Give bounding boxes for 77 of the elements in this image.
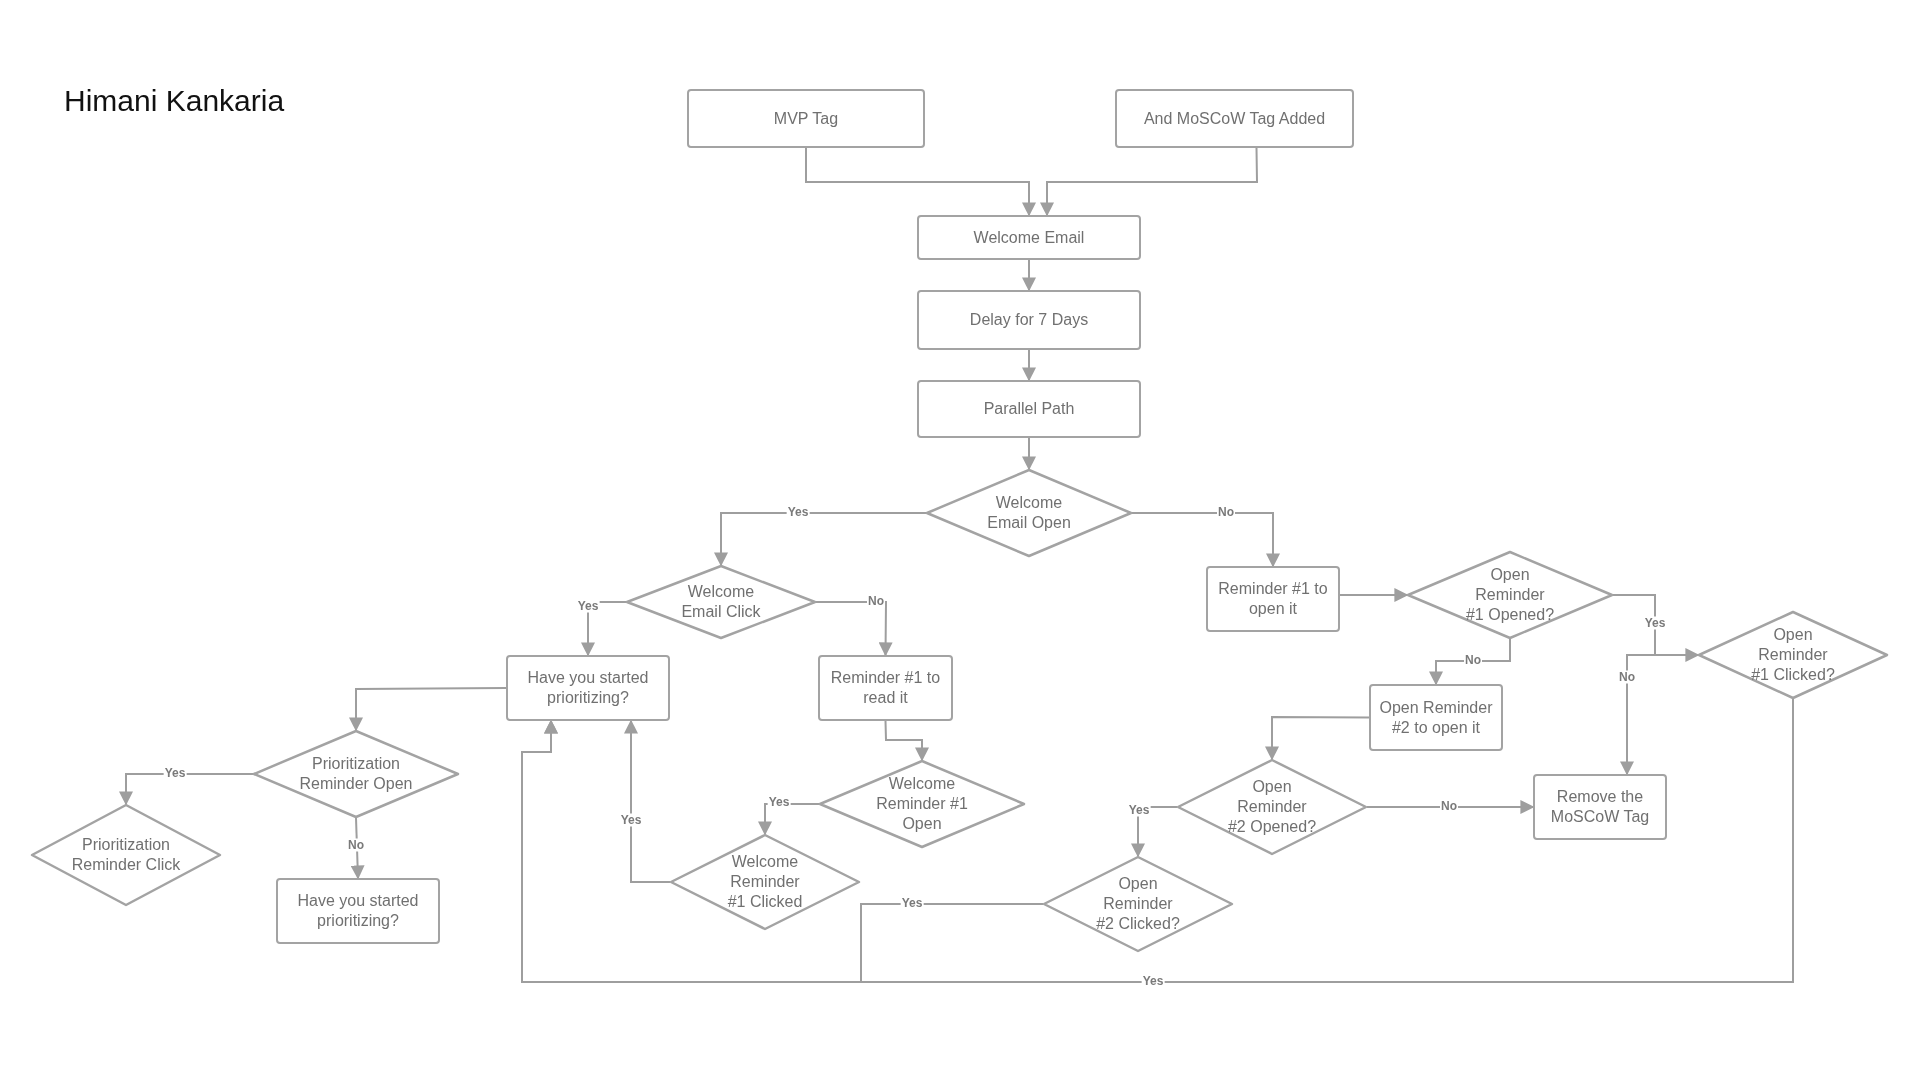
node-text: Welcome Email Click [680,582,762,622]
decision-diamond [626,565,816,639]
decision-diamond [1698,611,1888,699]
node-text: Welcome Reminder #1 Clicked [726,852,804,912]
edge-label: Yes [900,896,924,910]
edge-label: No [1618,670,1636,684]
process-box [506,655,670,721]
process-box [1115,89,1354,148]
process-box [1533,774,1667,840]
edge-label: No [1464,653,1482,667]
arrow [624,719,671,883]
process-box [818,655,953,721]
arrow [521,719,1044,983]
node-text: Open Reminder #2 Opened? [1227,777,1317,837]
node-text: Welcome Email Open [986,493,1072,533]
edge-label: Yes [619,813,643,827]
edge-label: Yes [1643,616,1667,630]
node-text: Open Reminder #2 Clicked? [1095,874,1181,934]
process-box [1369,684,1503,751]
author-name: Himani Kankaria [64,84,285,118]
arrow [1022,349,1036,382]
node-text: Reminder #1 to read it [830,668,941,708]
node-text: Prioritization Reminder Click [70,835,182,875]
arrow [1339,588,1409,602]
arrow [1429,638,1511,686]
edge-label: Yes [786,505,810,519]
arrow [1022,259,1036,292]
arrow [1040,147,1258,217]
arrow [119,773,254,806]
node-text: Open Reminder #1 Clicked? [1750,625,1836,685]
node-text: Welcome Email [973,227,1085,248]
edge-label: Yes [1127,803,1151,817]
arrow [815,601,893,657]
decision-diamond [1407,551,1613,639]
edge-label: Yes [767,795,791,809]
node-text: Remove the MoSCoW Tag [1549,787,1651,827]
process-box [917,380,1141,438]
decision-diamond [926,469,1132,557]
process-box [687,89,925,148]
node-text: Welcome Reminder #1 Open [875,774,969,834]
edge-label: Yes [576,599,600,613]
decision-diamond [31,804,221,906]
edge-label: Yes [1141,974,1165,988]
process-box [1206,566,1340,632]
edge-label: No [1440,799,1458,813]
node-text: Open Reminder #1 Opened? [1465,565,1555,625]
edge-label: No [1217,505,1235,519]
decision-diamond [1043,856,1233,952]
decision-diamond [1177,759,1367,855]
arrow [805,147,1036,217]
edge-label: Yes [163,766,187,780]
arrow [350,817,365,880]
arrow [714,512,927,567]
node-text: Prioritization Reminder Open [298,754,414,794]
process-box [917,215,1141,260]
node-text: Parallel Path [983,399,1075,419]
edge-label: No [347,838,365,852]
edge-label: No [867,594,885,608]
arrow [1265,716,1370,761]
decision-diamond [253,730,459,818]
node-text: And MoSCoW Tag Added [1143,108,1326,129]
node-text: MVP Tag [773,108,839,129]
node-text: Delay for 7 Days [969,310,1089,330]
node-text: Have you started prioritizing? [296,891,420,931]
arrow [884,720,929,762]
process-box [917,290,1141,350]
process-box [276,878,440,944]
node-text: Open Reminder #2 to open it [1378,697,1494,738]
arrow [1131,512,1280,568]
arrow [1366,800,1535,814]
decision-diamond [819,760,1025,848]
arrow [349,687,507,732]
node-text: Have you started prioritizing? [526,668,650,708]
arrow [1022,437,1036,471]
decision-diamond [670,834,860,930]
node-text: Reminder #1 to open it [1218,579,1328,619]
arrow [581,601,627,657]
